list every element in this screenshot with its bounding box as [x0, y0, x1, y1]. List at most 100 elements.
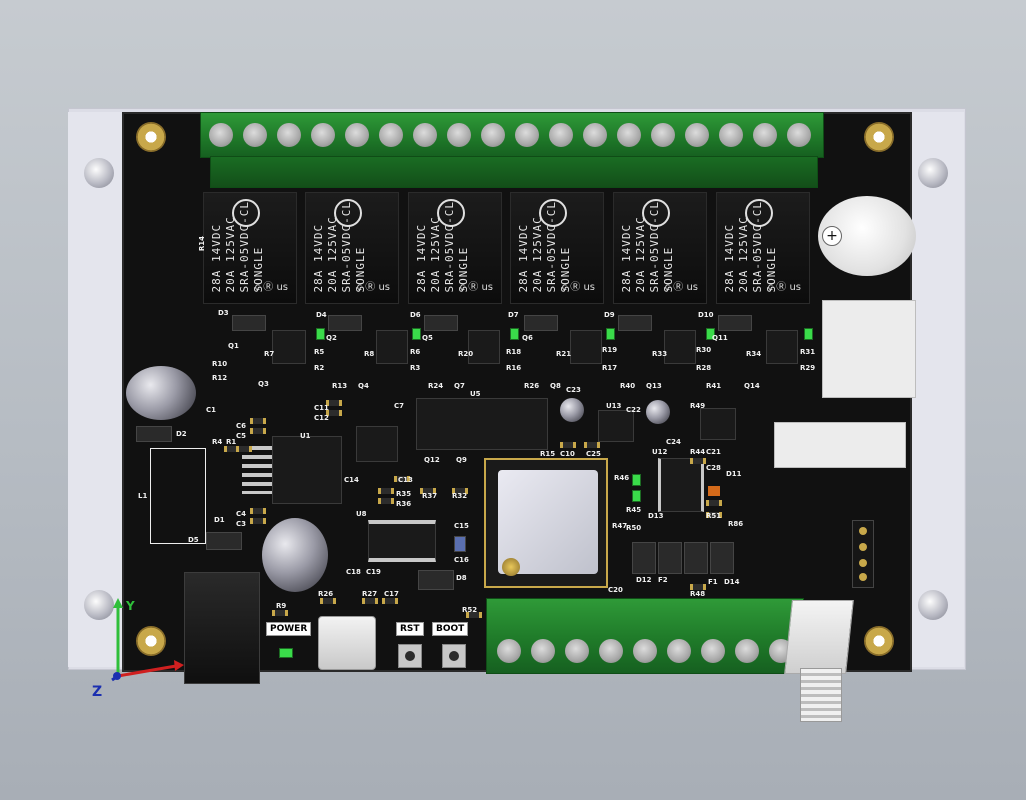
status-led [412, 328, 421, 340]
silk-label: C14 [344, 476, 359, 484]
silk-label: R2 [314, 364, 325, 372]
silk-label: D1 [214, 516, 225, 524]
terminal-screw [617, 123, 641, 147]
silk-label: C17 [384, 590, 399, 598]
terminal-screw [413, 123, 437, 147]
relay-ul-mark: c Ⓡ us [459, 282, 493, 293]
dc-power-jack [184, 572, 260, 684]
resistor [420, 488, 436, 494]
enclosure-flange-left [68, 112, 126, 667]
resistor [378, 498, 394, 504]
boot-label: BOOT [432, 622, 469, 636]
mosfet [468, 330, 500, 364]
silk-label: F1 [708, 578, 718, 586]
pcb-mount-hole [864, 122, 894, 152]
silk-label: R14 [198, 236, 206, 252]
silk-label: R50 [626, 524, 642, 532]
rst-button[interactable] [398, 644, 422, 668]
terminal-screw [549, 123, 573, 147]
resistor [326, 400, 342, 406]
rst-label: RST [396, 622, 424, 636]
resistor [250, 508, 266, 514]
silk-label: D6 [410, 311, 421, 319]
silk-label: D3 [218, 309, 229, 317]
relay: 28A 14VDC 20A 125VAC SRA-05VDC-CL SONGLE… [305, 192, 399, 304]
silk-label: D13 [648, 512, 664, 520]
relay-part-number: SRA-05VDC-CL [238, 201, 251, 293]
silk-label: C13 [398, 476, 413, 484]
ic-u13 [598, 410, 634, 442]
silk-label: Q5 [422, 334, 433, 342]
silk-label: C25 [586, 450, 601, 458]
pcb-mount-hole [864, 626, 894, 656]
terminal-block-top-base [210, 156, 818, 188]
status-led [510, 328, 519, 340]
resistor [560, 442, 576, 448]
silk-label: Q3 [258, 380, 269, 388]
resistor [706, 500, 722, 506]
relay-rating: 28A 14VDC [723, 223, 736, 293]
silk-label: R52 [462, 606, 478, 614]
silk-label: L1 [138, 492, 148, 500]
silk-label: D8 [456, 574, 467, 582]
relay-ul-mark: c Ⓡ us [767, 282, 801, 293]
y-axis-label: Y [125, 599, 135, 613]
silk-label: R31 [800, 348, 816, 356]
silk-label: D14 [724, 578, 740, 586]
capacitor-c22 [646, 400, 670, 424]
silk-label: U13 [606, 402, 622, 410]
silk-label: R24 [428, 382, 444, 390]
silk-label: R86 [728, 520, 744, 528]
diode [618, 315, 652, 331]
silk-label: D5 [188, 536, 199, 544]
silk-label: R34 [746, 350, 762, 358]
terminal-block-top [200, 112, 824, 158]
relay-rating: 28A 14VDC [517, 223, 530, 293]
silk-label: U5 [470, 390, 481, 398]
mounting-hole [918, 158, 948, 188]
terminal-screw [345, 123, 369, 147]
x-axis-arrow [117, 664, 177, 678]
terminal-screw [719, 123, 743, 147]
relay-part-number: SRA-05VDC-CL [545, 201, 558, 293]
terminal-screw [209, 123, 233, 147]
mounting-hole [84, 158, 114, 188]
resistor [706, 512, 722, 518]
silk-label: D4 [316, 311, 327, 319]
ic-u8 [368, 520, 436, 562]
silk-label: C4 [236, 510, 247, 518]
silk-label: C23 [566, 386, 581, 394]
resistor [272, 610, 288, 616]
diode-d2 [136, 426, 172, 442]
mosfet [272, 330, 306, 364]
silk-label: R20 [458, 350, 474, 358]
silk-label: C18 [346, 568, 361, 576]
silk-label: D10 [698, 311, 714, 319]
ufl-antenna-connector [502, 558, 520, 576]
resistor [250, 428, 266, 434]
silk-label: Q12 [424, 456, 440, 464]
silk-label: Q2 [326, 334, 337, 342]
boot-button[interactable] [442, 644, 466, 668]
diode [524, 315, 558, 331]
silk-label: Q4 [358, 382, 369, 390]
inductor-l1 [150, 448, 206, 544]
resistor [362, 598, 378, 604]
ic-u12 [658, 458, 704, 512]
silk-label: R51 [706, 512, 722, 520]
relay-rating: 20A 125VAC [634, 216, 647, 293]
silk-label: R12 [212, 374, 228, 382]
terminal-screw [311, 123, 335, 147]
silk-label: R40 [620, 382, 636, 390]
terminal-block-bottom [486, 598, 804, 674]
terminal-screw [583, 123, 607, 147]
silk-label: Q1 [228, 342, 239, 350]
songle-logo-icon [642, 199, 670, 227]
silk-label: C24 [666, 438, 681, 446]
silk-label: R6 [410, 348, 421, 356]
capacitor-c1 [126, 366, 196, 420]
esp32-module [484, 458, 608, 588]
status-led [316, 328, 325, 340]
songle-logo-icon [437, 199, 465, 227]
silk-label: R3 [410, 364, 421, 372]
